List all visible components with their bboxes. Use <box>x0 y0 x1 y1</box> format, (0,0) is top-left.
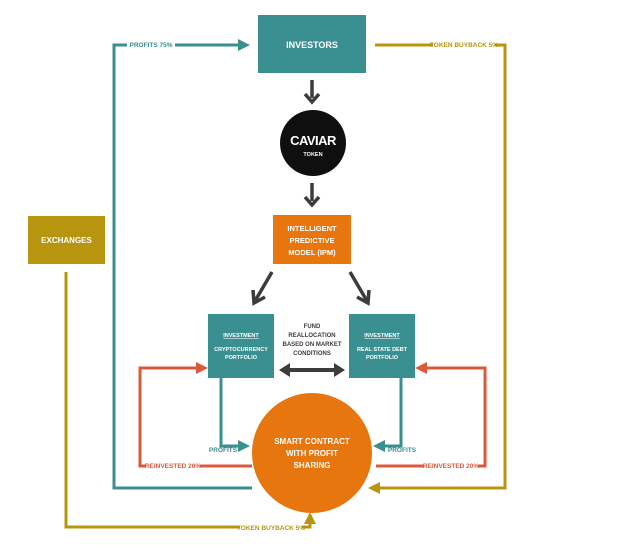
profits-left-arrowhead <box>238 440 250 452</box>
crypto-portfolio-box <box>208 314 274 378</box>
profits-75-label: PROFITS 75% <box>130 42 173 49</box>
crypto-portfolio-line1: CRYPTOCURRENCY <box>214 347 268 353</box>
real-estate-portfolio-line2: PORTFOLIO <box>366 355 399 361</box>
investors-node: INVESTORS <box>258 15 366 73</box>
ipm-label-line2: PREDICTIVE <box>289 236 334 245</box>
crypto-portfolio-heading: INVESTMENT <box>223 333 259 339</box>
token-buyback-top-label-bg <box>433 38 495 50</box>
token-buyback-bottom-label-bg <box>240 521 302 533</box>
profits-75-arrowhead <box>238 39 250 51</box>
investors-to-token-arrowhead <box>303 92 321 105</box>
exchanges-node: EXCHANGES <box>28 216 105 264</box>
reinvested-right-label-bg <box>424 459 478 471</box>
profits-right-arrowhead <box>373 440 385 452</box>
fund-reallocation-line2: REALLOCATION <box>288 333 335 339</box>
profits-left-connector <box>219 378 240 448</box>
ipm-box <box>273 215 351 264</box>
ipm-to-realestate-arrow-shaft <box>348 271 369 302</box>
smart-contract-node: SMART CONTRACT WITH PROFIT SHARING <box>252 393 372 513</box>
real-estate-portfolio-node: INVESTMENT REAL STATE DEBT PORTFOLIO <box>349 314 415 378</box>
crypto-portfolio-node: INVESTMENT CRYPTOCURRENCY PORTFOLIO <box>208 314 274 378</box>
fund-reallocation-right-arrowhead <box>334 363 345 377</box>
reinvested-left-label-bg <box>146 459 200 471</box>
exchanges-box <box>28 216 105 264</box>
ipm-to-crypto-arrowhead <box>251 289 266 306</box>
real-estate-portfolio-line1: REAL STATE DEBT <box>357 347 408 353</box>
ipm-to-realestate-arrowhead <box>356 289 371 306</box>
fund-reallocation-line3: BASED ON MARKET <box>282 342 341 348</box>
profits-right-label: PROFITS <box>388 447 417 454</box>
token-buyback-bottom-label: TOKEN BUYBACK 5% <box>237 525 305 532</box>
fund-reallocation-note: FUND REALLOCATION BASED ON MARKET CONDIT… <box>282 324 341 357</box>
exchanges-label: EXCHANGES <box>41 236 92 245</box>
ipm-to-crypto-arrow-shaft <box>253 271 274 302</box>
reinvested-left-arrowhead <box>196 362 208 374</box>
fund-reallocation-left-arrowhead <box>279 363 290 377</box>
caviar-token-circle <box>280 110 346 176</box>
reinvested-right-label: REINVESTED 20% <box>423 463 480 470</box>
profits-right-connector <box>383 378 403 448</box>
real-estate-portfolio-heading: INVESTMENT <box>364 333 400 339</box>
crypto-portfolio-line2: PORTFOLIO <box>225 355 258 361</box>
caviar-token-node: CAVIAR TOKEN <box>280 110 346 176</box>
token-buyback-bottom-arrowhead <box>304 512 316 524</box>
caviar-token-label: TOKEN <box>303 152 322 158</box>
caviar-logo: CAVIAR <box>290 133 337 148</box>
token-buyback-bottom-connector <box>64 272 312 529</box>
reinvested-right-arrowhead <box>415 362 427 374</box>
ipm-label-line3: MODEL (IPM) <box>288 248 336 257</box>
ipm-label-line1: INTELLIGENT <box>287 224 337 233</box>
profits-75-label-bg <box>127 38 175 50</box>
reinvested-left-label: REINVESTED 20% <box>145 463 202 470</box>
profits-left-label: PROFITS <box>209 447 238 454</box>
ipm-node: INTELLIGENT PREDICTIVE MODEL (IPM) <box>273 215 351 264</box>
token-to-ipm-arrowhead <box>303 195 321 208</box>
investors-box <box>258 15 366 73</box>
token-buyback-top-label: TOKEN BUYBACK 5% <box>430 42 498 49</box>
investors-label: INVESTORS <box>286 40 338 50</box>
real-estate-portfolio-box <box>349 314 415 378</box>
smart-contract-line2: WITH PROFIT <box>286 449 338 458</box>
smart-contract-line1: SMART CONTRACT <box>274 437 350 446</box>
profits-75-connector <box>112 43 252 490</box>
token-buyback-top-arrowhead <box>368 482 380 494</box>
smart-contract-line3: SHARING <box>294 461 331 470</box>
fund-reallocation-line4: CONDITIONS <box>293 351 331 357</box>
smart-contract-circle <box>252 393 372 513</box>
fund-reallocation-line1: FUND <box>304 324 321 330</box>
